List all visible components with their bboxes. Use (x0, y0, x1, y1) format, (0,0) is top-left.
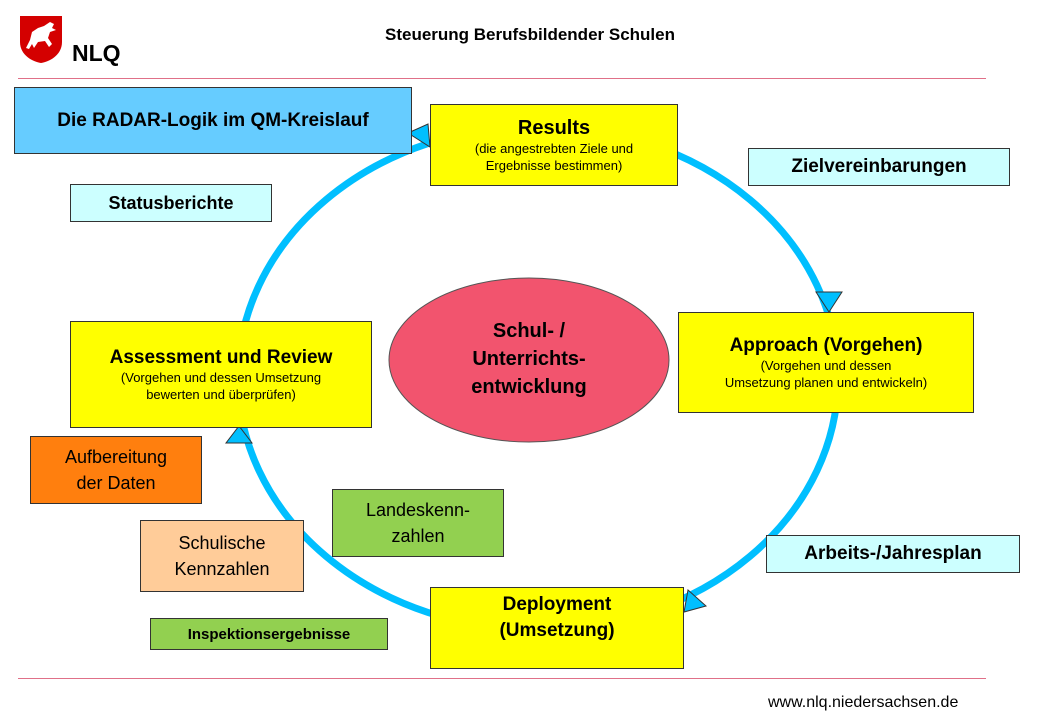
arrow-to-results (406, 123, 431, 148)
center-line-2: Unterrichts- (472, 348, 586, 370)
center-label: Schul- / Unterrichts- entwicklung (429, 317, 629, 401)
results-sub-1: (die angestrebten Ziele und (474, 140, 634, 156)
approach-sub-1: (Vorgehen und dessen (760, 357, 892, 373)
footer-url[interactable]: www.nlq.niedersachsen.de (768, 694, 959, 711)
assessment-sub-1: (Vorgehen und dessen Umsetzung (120, 369, 322, 385)
assessment-sub-2: bewerten und überprüfen) (146, 386, 296, 402)
center-line-3: entwicklung (471, 376, 587, 398)
assessment-box: Assessment und Review (Vorgehen und dess… (70, 321, 372, 428)
deployment-title-2: (Umsetzung) (499, 620, 615, 641)
deployment-box: Deployment (Umsetzung) (430, 587, 684, 669)
center-line-1: Schul- / (492, 320, 566, 342)
arbeitsplan-label: Arbeits-/Jahresplan (804, 543, 982, 564)
center-ellipse (388, 277, 670, 443)
zielvereinbarungen-box: Zielvereinbarungen (748, 148, 1010, 186)
results-sub-2: Ergebnisse bestimmen) (485, 157, 623, 173)
org-name: NLQ (72, 40, 121, 66)
page-title: Steuerung Berufsbildender Schulen (385, 25, 675, 44)
arrow-to-assessment (224, 425, 254, 444)
results-box: Results (die angestrebten Ziele und Erge… (430, 104, 678, 186)
aufbereitung-box: Aufbereitung der Daten (30, 436, 202, 504)
schulische-line-2: Kennzahlen (174, 559, 270, 579)
landeskennzahlen-line-2: zahlen (391, 526, 445, 546)
landeskennzahlen-line-1: Landeskenn- (365, 500, 471, 520)
results-title: Results (517, 116, 591, 139)
landeskennzahlen-box: Landeskenn- zahlen (332, 489, 504, 557)
schulische-kennzahlen-box: Schulische Kennzahlen (140, 520, 304, 592)
statusberichte-box: Statusberichte (70, 184, 272, 222)
schulische-line-1: Schulische (178, 533, 266, 553)
diagram-title-box: Die RADAR-Logik im QM-Kreislauf (14, 87, 412, 154)
assessment-title: Assessment und Review (109, 346, 333, 368)
inspektion-label: Inspektionsergebnisse (187, 625, 351, 643)
arbeitsplan-box: Arbeits-/Jahresplan (766, 535, 1020, 573)
arrow-to-approach (815, 291, 843, 313)
approach-sub-2: Umsetzung planen und entwickeln) (724, 374, 928, 390)
arrow-to-deployment (683, 589, 708, 613)
top-divider (18, 78, 986, 79)
statusberichte-label: Statusberichte (108, 192, 234, 213)
aufbereitung-line-1: Aufbereitung (64, 447, 168, 467)
aufbereitung-line-2: der Daten (76, 473, 156, 493)
deployment-title-1: Deployment (502, 594, 612, 615)
approach-title: Approach (Vorgehen) (729, 334, 923, 356)
niedersachsen-horse-logo (20, 16, 62, 63)
diagram-title: Die RADAR-Logik im QM-Kreislauf (57, 109, 369, 131)
bottom-divider (18, 678, 986, 679)
zielvereinbarungen-label: Zielvereinbarungen (791, 156, 967, 177)
approach-box: Approach (Vorgehen) (Vorgehen und dessen… (678, 312, 974, 413)
inspektion-box: Inspektionsergebnisse (150, 618, 388, 650)
